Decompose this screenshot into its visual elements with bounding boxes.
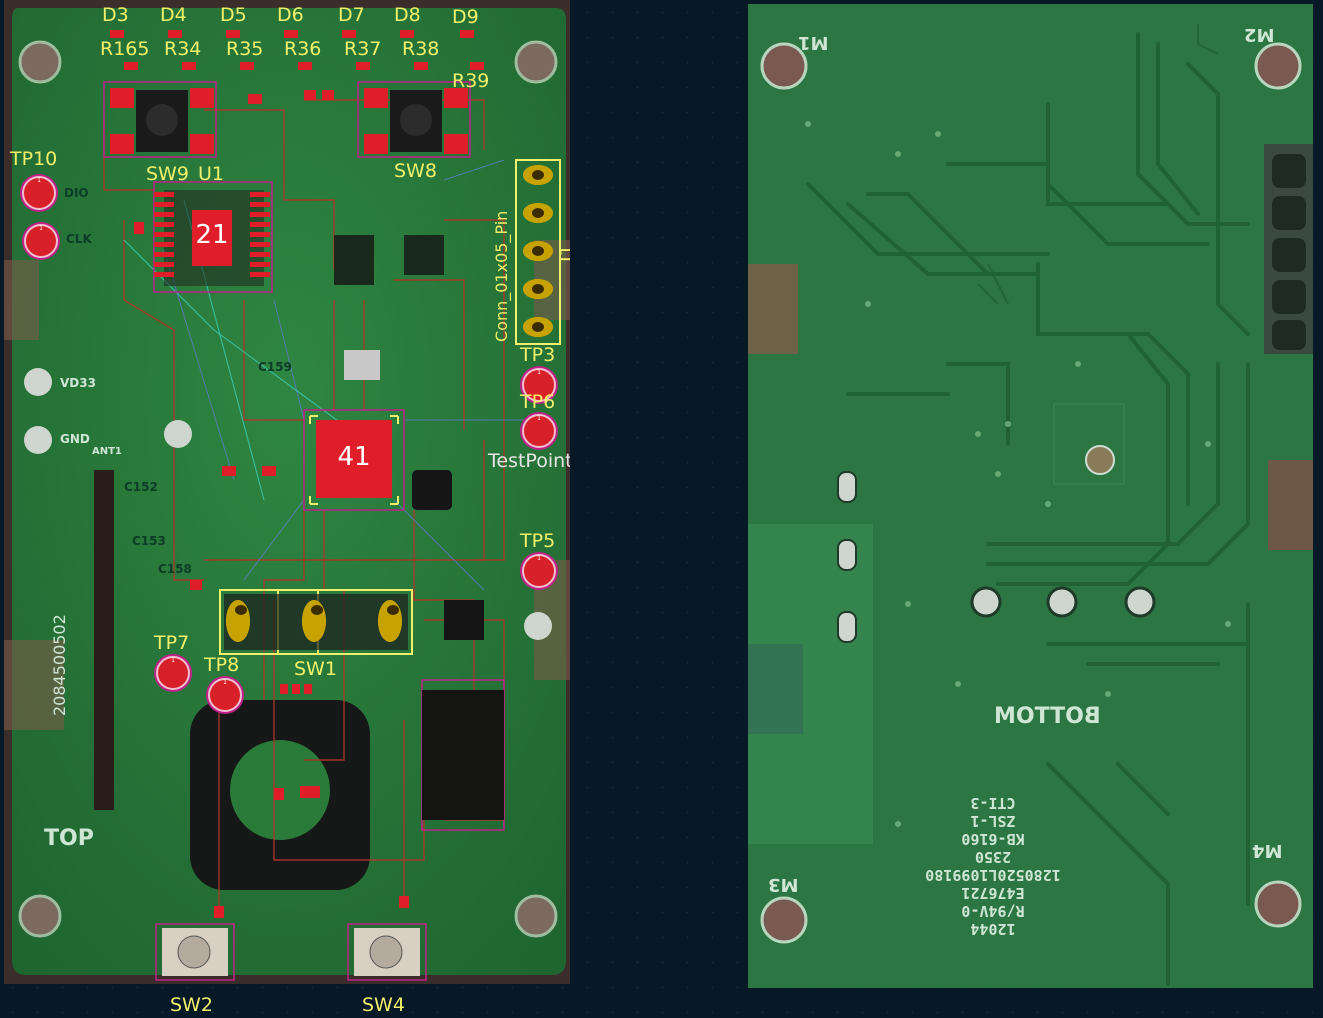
connector-value: Conn_01x05_Pin: [492, 210, 511, 342]
switch-ref-sw2-outer[interactable]: SW2: [170, 994, 213, 1016]
silk-c152: C152: [124, 480, 158, 494]
switch-ref-sw9[interactable]: SW9: [146, 163, 189, 185]
testpoint-ref-tp3[interactable]: TP3: [520, 344, 556, 366]
clk-pad-number: 1: [39, 225, 43, 232]
via-pad: [164, 420, 192, 448]
mount-hole-label-m4: M4: [1252, 840, 1283, 861]
back-board-artwork: [748, 4, 1313, 988]
marking-line-1: 12044: [970, 920, 1016, 938]
j1-pin-2[interactable]: [523, 203, 553, 223]
silk-gnd: GND: [60, 432, 90, 446]
front-board-artwork: [4, 0, 570, 984]
switch-ref-sw8[interactable]: SW8: [394, 160, 437, 182]
marking-line-7: ZSL-1: [970, 812, 1016, 830]
tp5-pad-number: 1: [537, 555, 541, 562]
j1-pin-4[interactable]: [523, 279, 553, 299]
res-ref-r35[interactable]: R35: [226, 38, 264, 60]
marking-line-8: CTI-3: [970, 794, 1016, 812]
testpoint-ref-tp8[interactable]: TP8: [204, 654, 240, 676]
silk-top: TOP: [44, 826, 94, 851]
testpoint-tp3-pad[interactable]: 1: [522, 368, 556, 402]
testpoint-ref-tp7[interactable]: TP7: [154, 632, 190, 654]
tp6-pad-number: 1: [537, 415, 541, 422]
silk-c158: C158: [158, 562, 192, 576]
front-board-view[interactable]: D3 D4 D5 D6 D7 D8 D9 R165 R34 R35 R36 R3…: [4, 0, 570, 984]
led-ref-d7[interactable]: D7: [338, 4, 365, 26]
testpoint-tp6-pad[interactable]: 1: [522, 414, 556, 448]
testpoint-tp8-pad[interactable]: 1: [208, 678, 242, 712]
led-ref-d9[interactable]: D9: [452, 6, 479, 28]
vd33-exposed-pad: [24, 368, 52, 396]
mount-hole-label-m3: M3: [768, 874, 799, 895]
testpoint-tp7-pad[interactable]: 1: [156, 656, 190, 690]
led-ref-d5[interactable]: D5: [220, 4, 247, 26]
res-ref-r165[interactable]: R165: [100, 38, 150, 60]
tp8-pad-number: 1: [223, 679, 227, 686]
silk-bottom: BOTTOM: [994, 704, 1101, 729]
silk-vd33: VD33: [60, 376, 96, 390]
res-ref-r34[interactable]: R34: [164, 38, 202, 60]
tp3-pad-number: 1: [537, 369, 541, 376]
gnd-exposed-pad: [24, 426, 52, 454]
marking-line-4: 1280520L1099180: [925, 866, 1061, 884]
j1-pin-5[interactable]: [523, 317, 553, 337]
j1-pin-3[interactable]: [523, 241, 553, 261]
testpoint-clk-pad[interactable]: 1: [24, 224, 58, 258]
res-ref-r37[interactable]: R37: [344, 38, 382, 60]
switch-ref-sw1[interactable]: SW1: [294, 658, 337, 680]
marking-line-5: 2350: [974, 848, 1012, 866]
led-ref-d3[interactable]: D3: [102, 4, 129, 26]
led-ref-d4[interactable]: D4: [160, 4, 187, 26]
marking-line-6: KB-6160: [961, 830, 1025, 848]
testpoint-ref-tp6[interactable]: TP6: [520, 391, 556, 413]
testpoint-ref-tp10[interactable]: TP10: [10, 148, 58, 170]
silk-serial: 2084500502: [50, 614, 69, 716]
back-board-view[interactable]: M1 M2 M3 M4 BOTTOM 12044 R/94V-0 E476721…: [748, 4, 1313, 988]
testpoint-value: TestPoint: [488, 450, 570, 472]
sw1-pin-3[interactable]: [378, 600, 402, 642]
led-ref-d6[interactable]: D6: [277, 4, 304, 26]
silk-c153: C153: [132, 534, 166, 548]
marking-line-3: E476721: [961, 884, 1025, 902]
sw1-pin-2[interactable]: [302, 600, 326, 642]
tp10-pad-number: 1: [37, 177, 41, 184]
silk-ant: ANT1: [92, 446, 122, 457]
testpoint-tp5-pad[interactable]: 1: [522, 554, 556, 588]
sw1-pin-1[interactable]: [226, 600, 250, 642]
res-ref-r38[interactable]: R38: [402, 38, 440, 60]
tp7-pad-number: 1: [171, 657, 175, 664]
mcu-pad-count: 41: [337, 442, 371, 472]
testpoint-tp10-pad[interactable]: 1: [22, 176, 56, 210]
res-ref-r36[interactable]: R36: [284, 38, 322, 60]
mount-hole-label-m1: M1: [798, 32, 829, 53]
silk-c159: C159: [258, 360, 292, 374]
j1-pin-1[interactable]: [523, 165, 553, 185]
mount-hole-label-m2: M2: [1244, 24, 1275, 45]
silk-clk: CLK: [66, 232, 92, 246]
connector-ref-j1[interactable]: J1: [556, 244, 570, 262]
ic-ref-u1[interactable]: U1: [198, 163, 224, 185]
u1-pad-count: 21: [195, 220, 229, 250]
switch-ref-sw4-outer[interactable]: SW4: [362, 994, 405, 1016]
testpoint-ref-tp5[interactable]: TP5: [520, 530, 556, 552]
led-ref-d8[interactable]: D8: [394, 4, 421, 26]
tp4-exposed-pad: [524, 612, 552, 640]
silk-dio: DIO: [64, 186, 89, 200]
ul-marking-block: 12044 R/94V-0 E476721 1280520L1099180 23…: [908, 794, 1078, 938]
res-ref-r39[interactable]: R39: [452, 70, 490, 92]
marking-line-2: R/94V-0: [961, 902, 1025, 920]
